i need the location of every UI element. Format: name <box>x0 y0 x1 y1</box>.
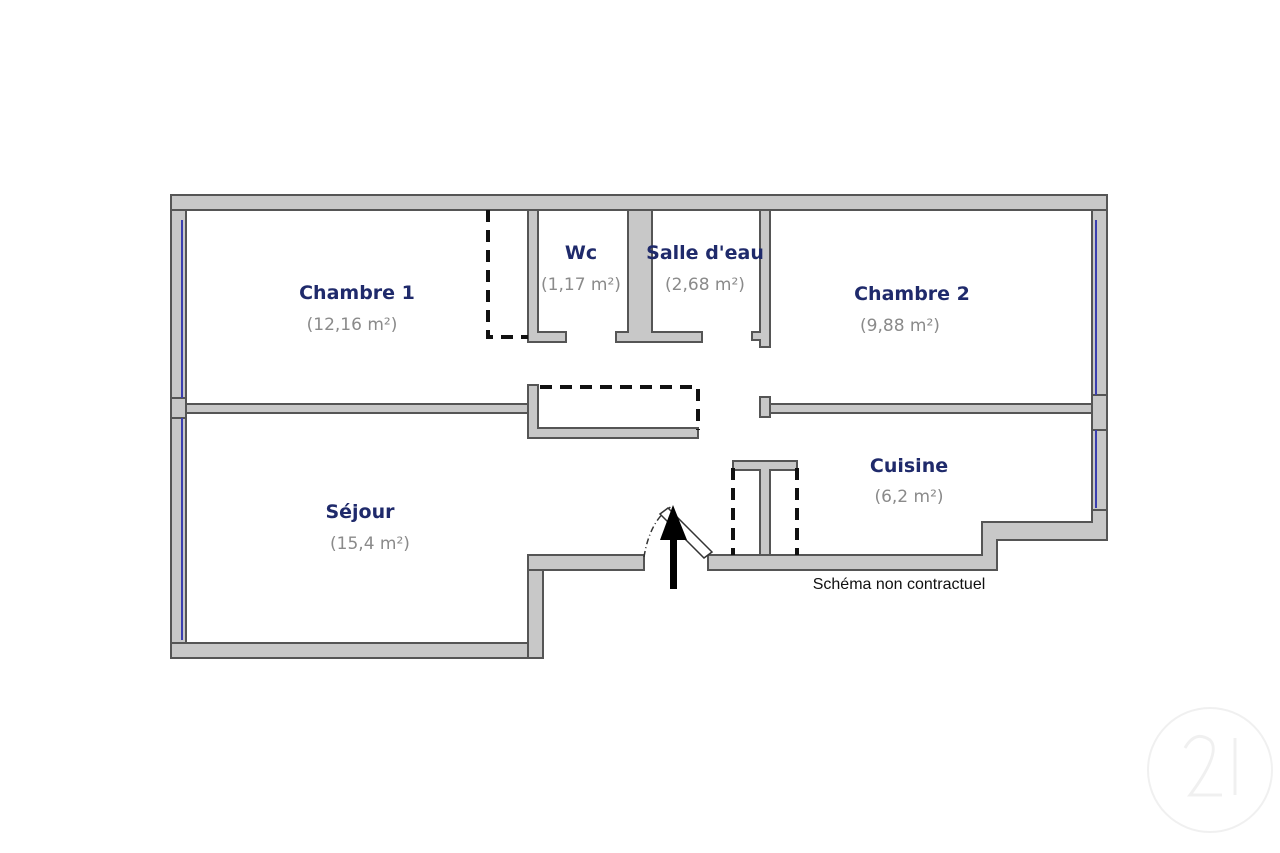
room-name-salle-deau: Salle d'eau <box>646 242 764 264</box>
dashed-elements <box>486 210 799 555</box>
wall-right-cap <box>1091 394 1108 431</box>
room-name-wc: Wc <box>565 242 597 264</box>
dashed-chambre1-closet <box>486 210 528 339</box>
room-area-wc: (1,17 m²) <box>541 275 621 295</box>
room-area-salle-deau: (2,68 m²) <box>665 275 745 295</box>
wall-left-cap <box>170 397 187 419</box>
wall-right-upper <box>1091 209 1108 416</box>
entrance-arrow-icon <box>660 505 687 589</box>
watermark-logo-icon <box>1147 707 1273 833</box>
room-name-chambre-2: Chambre 2 <box>854 283 970 305</box>
wall-right-lower <box>1091 414 1108 526</box>
disclaimer-note: Schéma non contractuel <box>813 576 986 593</box>
wall-chambre1-sejour <box>185 403 532 414</box>
windows <box>181 220 1097 640</box>
room-name-chambre-1: Chambre 1 <box>299 282 415 304</box>
room-name-sejour: Séjour <box>325 501 395 523</box>
room-area-cuisine: (6,2 m²) <box>874 487 943 507</box>
wall-left-upper <box>170 209 187 406</box>
interior-walls <box>185 209 1093 556</box>
wall-bottom-left <box>170 642 544 659</box>
wall-salle-right <box>751 209 771 348</box>
wall-wc-left <box>527 209 567 343</box>
room-labels: Chambre 1 (12,16 m²) Wc (1,17 m²) Salle … <box>299 242 970 554</box>
wall-step-horizontal <box>527 554 645 571</box>
room-area-chambre-1: (12,16 m²) <box>307 315 398 335</box>
wall-chambre2-cuisine <box>769 403 1093 414</box>
wall-chambre2-stub <box>759 396 771 418</box>
wall-wc-salle <box>615 209 703 343</box>
room-name-cuisine: Cuisine <box>870 455 948 477</box>
wall-hall-closet <box>527 384 699 439</box>
room-area-sejour: (15,4 m²) <box>330 534 410 554</box>
wall-kitchen-bottom <box>707 509 1108 571</box>
wall-kitchen-t <box>732 460 798 556</box>
wall-left-lower <box>170 412 187 659</box>
dashed-hall-closet <box>540 385 700 430</box>
room-area-chambre-2: (9,88 m²) <box>860 316 940 336</box>
